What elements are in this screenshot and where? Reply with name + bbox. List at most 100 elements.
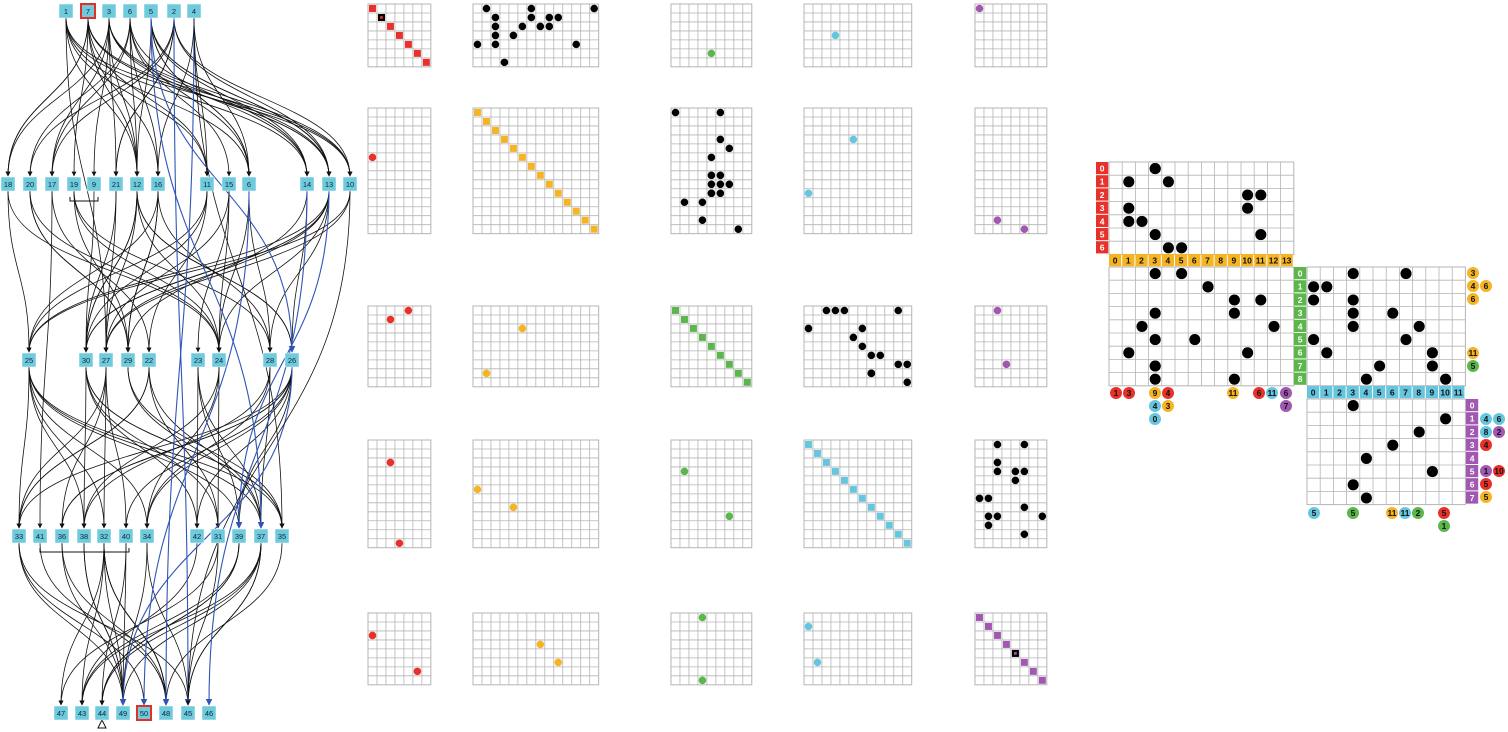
graph-node-label: 22	[145, 356, 153, 365]
adjacency-dot	[1255, 189, 1267, 201]
back-reference-dot	[518, 324, 527, 333]
diagonal-cell	[545, 180, 553, 188]
blue-index: 9	[1425, 386, 1438, 399]
green-index-cell	[1294, 333, 1307, 346]
graph-node-label: 14	[303, 180, 311, 189]
graph-edge	[83, 190, 330, 353]
diagonal-cell	[858, 494, 866, 502]
adjacency-dot	[993, 458, 1002, 467]
graph-edge	[194, 366, 293, 529]
green-index-cell	[1294, 267, 1307, 280]
graph-node-box	[274, 528, 290, 544]
purple-row-badge-circle	[1493, 426, 1505, 438]
blue-row-badge: 5	[1308, 507, 1320, 519]
blue-row-badge: 5	[1347, 507, 1359, 519]
green-row-badge: 4	[1467, 280, 1479, 292]
adjacency-dot	[1426, 347, 1438, 359]
graph-node-label: 24	[215, 356, 223, 365]
matrix-block	[670, 305, 753, 388]
graph-edge	[173, 17, 353, 177]
blue-index-label: 0	[1311, 388, 1316, 398]
adjacency-dot	[707, 180, 716, 189]
adjacency-dot	[1176, 242, 1188, 254]
green-index-cell	[1294, 319, 1307, 332]
graph-edge	[108, 17, 310, 177]
graph-edge	[193, 17, 285, 529]
adjacency-dot	[500, 58, 509, 67]
back-reference-dot	[386, 458, 395, 467]
purple-index-label: 6	[1470, 480, 1475, 490]
green-index-label: 3	[1298, 308, 1303, 318]
adjacency-dot	[993, 440, 1002, 449]
adjacency-dot	[725, 144, 734, 153]
red-index: 0	[1096, 162, 1109, 175]
graph-node-box	[299, 176, 315, 192]
green-index: 4	[1294, 319, 1307, 332]
orange-index-cell	[1214, 254, 1227, 267]
adjacency-dot	[545, 13, 554, 22]
orange-row-badge-circle	[1162, 400, 1174, 412]
graph-node-label: 33	[15, 532, 23, 541]
red-index-cell	[1096, 201, 1109, 214]
green-row-badge-circle	[1467, 280, 1479, 292]
red-index: 3	[1096, 201, 1109, 214]
purple-row-badge-circle	[1480, 426, 1492, 438]
adjacency-dot	[1242, 347, 1254, 359]
red-index-label: 6	[1100, 243, 1105, 253]
adjacency-dot	[1360, 452, 1372, 464]
orange-row-badge-label: 1	[1114, 388, 1119, 398]
adjacency-dot	[984, 494, 993, 503]
graph-edge	[73, 190, 131, 353]
graph-node: 3	[101, 3, 117, 19]
green-row-badge-label: 6	[1471, 294, 1476, 304]
graph-edge	[173, 17, 332, 177]
graph-node-box	[74, 705, 90, 721]
orange-index-label: 11	[1256, 256, 1265, 266]
graph-edge	[216, 190, 230, 353]
adjacency-dot	[527, 13, 536, 22]
adjacency-dot	[867, 369, 876, 378]
diagonal-cell	[976, 614, 983, 621]
matrix-block	[803, 3, 913, 68]
adjacency-dot	[1020, 467, 1029, 476]
adjacency-dot	[518, 22, 527, 31]
diagonal-cell	[369, 5, 376, 12]
blue-row-badge: 1	[1438, 520, 1450, 532]
graph-edge	[28, 366, 150, 529]
blue-index: 2	[1333, 386, 1346, 399]
purple-row-badge-circle	[1480, 413, 1492, 425]
adjacency-dot	[1360, 373, 1372, 385]
diagonal-cell	[849, 485, 857, 493]
graph-edge-cross-level	[150, 17, 265, 529]
adjacency-dot	[840, 306, 849, 315]
adjacency-dot	[1426, 466, 1438, 478]
adjacency-dot	[984, 512, 993, 521]
graph-edge	[267, 190, 330, 353]
orange-row-badge: 9	[1149, 387, 1161, 399]
adjacency-dot	[1228, 373, 1240, 385]
graph-edge	[127, 366, 285, 529]
adjacency-dot	[734, 225, 743, 233]
matrix-block	[974, 305, 1048, 388]
graph-edge	[18, 542, 147, 706]
orange-index-cell	[1254, 254, 1267, 267]
graph-node-box	[201, 705, 217, 721]
adjacency-dot	[1360, 492, 1372, 504]
blue-index-label: 9	[1430, 388, 1435, 398]
graph-node-label: 23	[194, 356, 202, 365]
green-row-badge-label: 6	[1484, 281, 1489, 291]
matrix-block	[472, 305, 600, 388]
graph-node-box	[262, 352, 278, 368]
graph-node: 41	[32, 528, 48, 544]
blue-row-badge-label: 2	[1416, 508, 1421, 518]
graph-edge	[144, 366, 293, 529]
matrix-grid	[367, 3, 1048, 686]
graph-node-box	[76, 528, 92, 544]
adjacency-dot	[1347, 268, 1359, 280]
diagonal-cell	[1038, 676, 1046, 684]
orange-index-label: 13	[1282, 256, 1292, 266]
graph-node-box	[221, 176, 237, 192]
orange-index: 8	[1214, 254, 1227, 267]
graph-edge	[163, 542, 283, 706]
green-index-label: 4	[1298, 321, 1303, 331]
